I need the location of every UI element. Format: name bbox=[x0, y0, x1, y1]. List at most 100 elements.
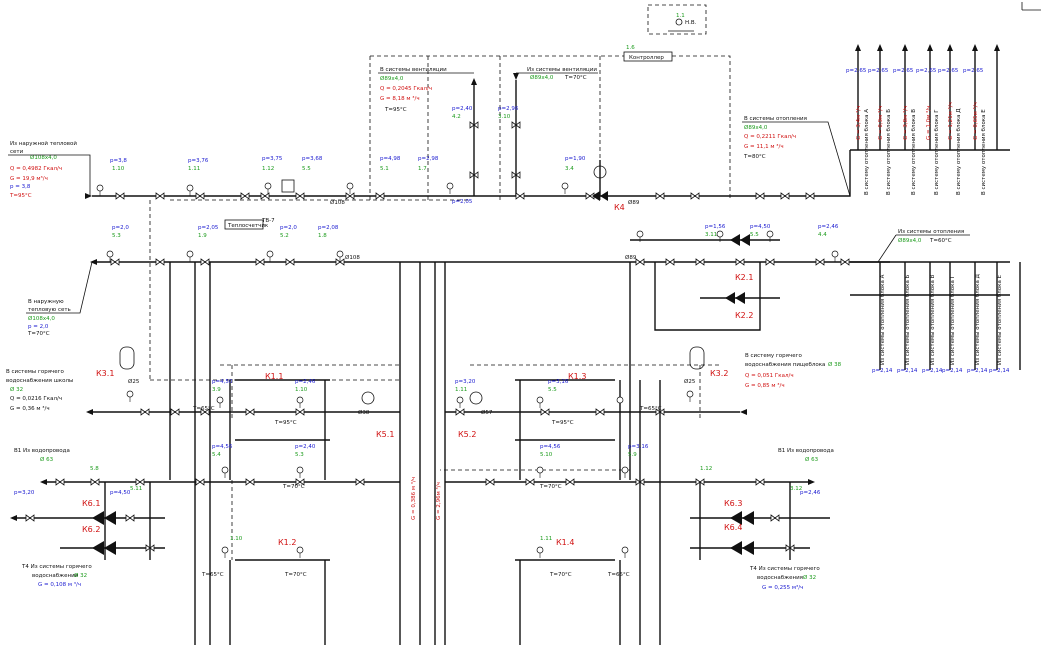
valve-icon bbox=[245, 408, 255, 416]
gauge-icon bbox=[96, 184, 104, 192]
pump-k5-1 bbox=[361, 391, 375, 405]
svg-text:водоснабжения пищеблока: водоснабжения пищеблока bbox=[745, 362, 825, 368]
valve-icon bbox=[469, 171, 479, 179]
tag-1-6: 1.6 bbox=[626, 45, 635, 51]
gauge-icon bbox=[336, 250, 344, 258]
pressure-tag: p=3,68 bbox=[302, 156, 323, 162]
nv-label: Н.В. bbox=[685, 20, 697, 26]
valve-icon bbox=[785, 544, 795, 552]
gauge-icon bbox=[216, 396, 224, 404]
gauge-icon bbox=[536, 396, 544, 404]
valve-icon bbox=[525, 478, 535, 486]
tank-left bbox=[119, 346, 135, 370]
arrows bbox=[10, 44, 1000, 521]
pressure-tag: p=1,56 bbox=[705, 224, 726, 230]
svg-text:Ø108: Ø108 bbox=[345, 254, 360, 261]
valve-tag: 1.7 bbox=[418, 166, 427, 172]
pressure-tag: p=2,46 bbox=[818, 224, 839, 230]
gauge-icon bbox=[621, 546, 629, 554]
valve-icon bbox=[540, 408, 550, 416]
valve-icon bbox=[585, 192, 595, 200]
valve-tag: 4.2 bbox=[452, 114, 461, 120]
gauge-icon bbox=[221, 466, 229, 474]
svg-text:К3.1: К3.1 bbox=[96, 369, 114, 378]
valve-icon bbox=[375, 192, 385, 200]
pressure-tag: p=2,40 bbox=[295, 444, 316, 450]
svg-text:В системы вентиляции: В системы вентиляции bbox=[380, 67, 447, 73]
gauge-icon bbox=[126, 390, 134, 398]
svg-text:Ø 38: Ø 38 bbox=[828, 361, 842, 368]
svg-text:В наружную: В наружную bbox=[28, 299, 64, 305]
svg-text:T=60°C: T=60°C bbox=[929, 238, 952, 244]
svg-text:T=70°C: T=70°C bbox=[284, 572, 307, 578]
branch-return-label: Из системы отопления блока Г bbox=[950, 274, 956, 365]
svg-text:Ø57: Ø57 bbox=[481, 409, 493, 416]
valve-icon bbox=[200, 408, 210, 416]
controller-label: Контроллер bbox=[629, 55, 664, 61]
branch-return-pressure: p=2,14 bbox=[872, 368, 893, 374]
valve-icon bbox=[655, 192, 665, 200]
gauge-icon bbox=[446, 182, 454, 190]
branch-supply-flow: G = 0,65м ³/ч bbox=[972, 102, 979, 140]
svg-text:В системы отопления: В системы отопления bbox=[744, 116, 807, 122]
valve-icon bbox=[115, 192, 125, 200]
valve-icon bbox=[755, 478, 765, 486]
svg-text:Q = 0,0216 Гкал/ч: Q = 0,0216 Гкал/ч bbox=[10, 396, 62, 402]
valve-tag: 1.9 bbox=[198, 233, 207, 239]
valve-icon bbox=[55, 478, 65, 486]
hws-school-labels: В системы горячего водоснабжения школы Ø… bbox=[6, 369, 73, 412]
svg-text:Q = 0,4982 Гкал/ч: Q = 0,4982 Гкал/ч bbox=[10, 166, 62, 172]
svg-text:Ø108х4,0: Ø108х4,0 bbox=[28, 315, 55, 322]
svg-text:Т4 Из системы горячего: Т4 Из системы горячего bbox=[749, 566, 820, 572]
valves-layer bbox=[25, 121, 850, 558]
svg-text:Ø89х4,0: Ø89х4,0 bbox=[898, 237, 922, 244]
pressure-tag: p=4,50 bbox=[110, 490, 131, 496]
pump-k6-2 bbox=[92, 541, 116, 555]
svg-text:T=65°C: T=65°C bbox=[607, 572, 630, 578]
inlet-network-labels: Из наружной тепловой сети Ø108х4,0 Q = 0… bbox=[8, 140, 91, 199]
branch-return-label: Из системы отопления блока Б bbox=[905, 274, 911, 365]
svg-text:Ø25: Ø25 bbox=[684, 378, 696, 385]
pressure-tag: p=2,08 bbox=[318, 225, 339, 231]
valve-icon bbox=[770, 514, 780, 522]
valve-icon bbox=[25, 514, 35, 522]
svg-text:Q = 0,2211 Гкал/ч: Q = 0,2211 Гкал/ч bbox=[744, 134, 796, 140]
valve-icon bbox=[140, 408, 150, 416]
svg-text:T=95°C: T=95°C bbox=[9, 193, 32, 199]
svg-text:T=70°C: T=70°C bbox=[539, 484, 562, 490]
pressure-tag: p=2,46 bbox=[800, 490, 821, 496]
svg-text:К2.2: К2.2 bbox=[735, 311, 753, 320]
svg-text:водоснабжения: водоснабжения bbox=[757, 575, 803, 581]
svg-text:T=95°C: T=95°C bbox=[274, 420, 297, 426]
svg-text:К5.2: К5.2 bbox=[458, 430, 476, 439]
meter-label: Теплосчетчик bbox=[227, 223, 269, 229]
svg-text:Ø 32: Ø 32 bbox=[10, 386, 23, 393]
branch-return-label: Из системы отопления блока Е bbox=[997, 274, 1003, 365]
valve-icon bbox=[595, 408, 605, 416]
svg-text:Т4 Из системы горячего: Т4 Из системы горячего bbox=[21, 564, 92, 570]
svg-text:T=95°C: T=95°C bbox=[384, 107, 407, 113]
pressure-tag: p=2,98 bbox=[418, 156, 439, 162]
valve-tag: 5.5 bbox=[548, 387, 557, 393]
svg-text:К3.2: К3.2 bbox=[710, 369, 728, 378]
valve-icon bbox=[735, 258, 745, 266]
valve-icon bbox=[155, 192, 165, 200]
gauge-icon bbox=[621, 466, 629, 474]
svg-text:Ø 32: Ø 32 bbox=[74, 572, 87, 579]
flow-right-vertical: G = 2,96м ³/ч bbox=[435, 482, 442, 520]
pressure-tag: p=3,75 bbox=[262, 156, 283, 162]
valve-icon bbox=[635, 478, 645, 486]
svg-text:T=70°C: T=70°C bbox=[282, 484, 305, 490]
gauge-icon bbox=[296, 466, 304, 474]
svg-text:Ø89: Ø89 bbox=[628, 199, 640, 206]
tb7-box bbox=[281, 179, 295, 193]
valve-tag: 5.4 bbox=[212, 452, 221, 458]
pump-k6-4 bbox=[730, 541, 754, 555]
valve-icon bbox=[690, 192, 700, 200]
svg-text:T=70°C: T=70°C bbox=[549, 572, 572, 578]
svg-text:G = 8,18 м ³/ч: G = 8,18 м ³/ч bbox=[380, 95, 420, 102]
valve-icon bbox=[695, 258, 705, 266]
valve-tag: 4.4 bbox=[818, 232, 827, 238]
svg-text:G = 0,108 м ³/ч: G = 0,108 м ³/ч bbox=[38, 581, 81, 588]
